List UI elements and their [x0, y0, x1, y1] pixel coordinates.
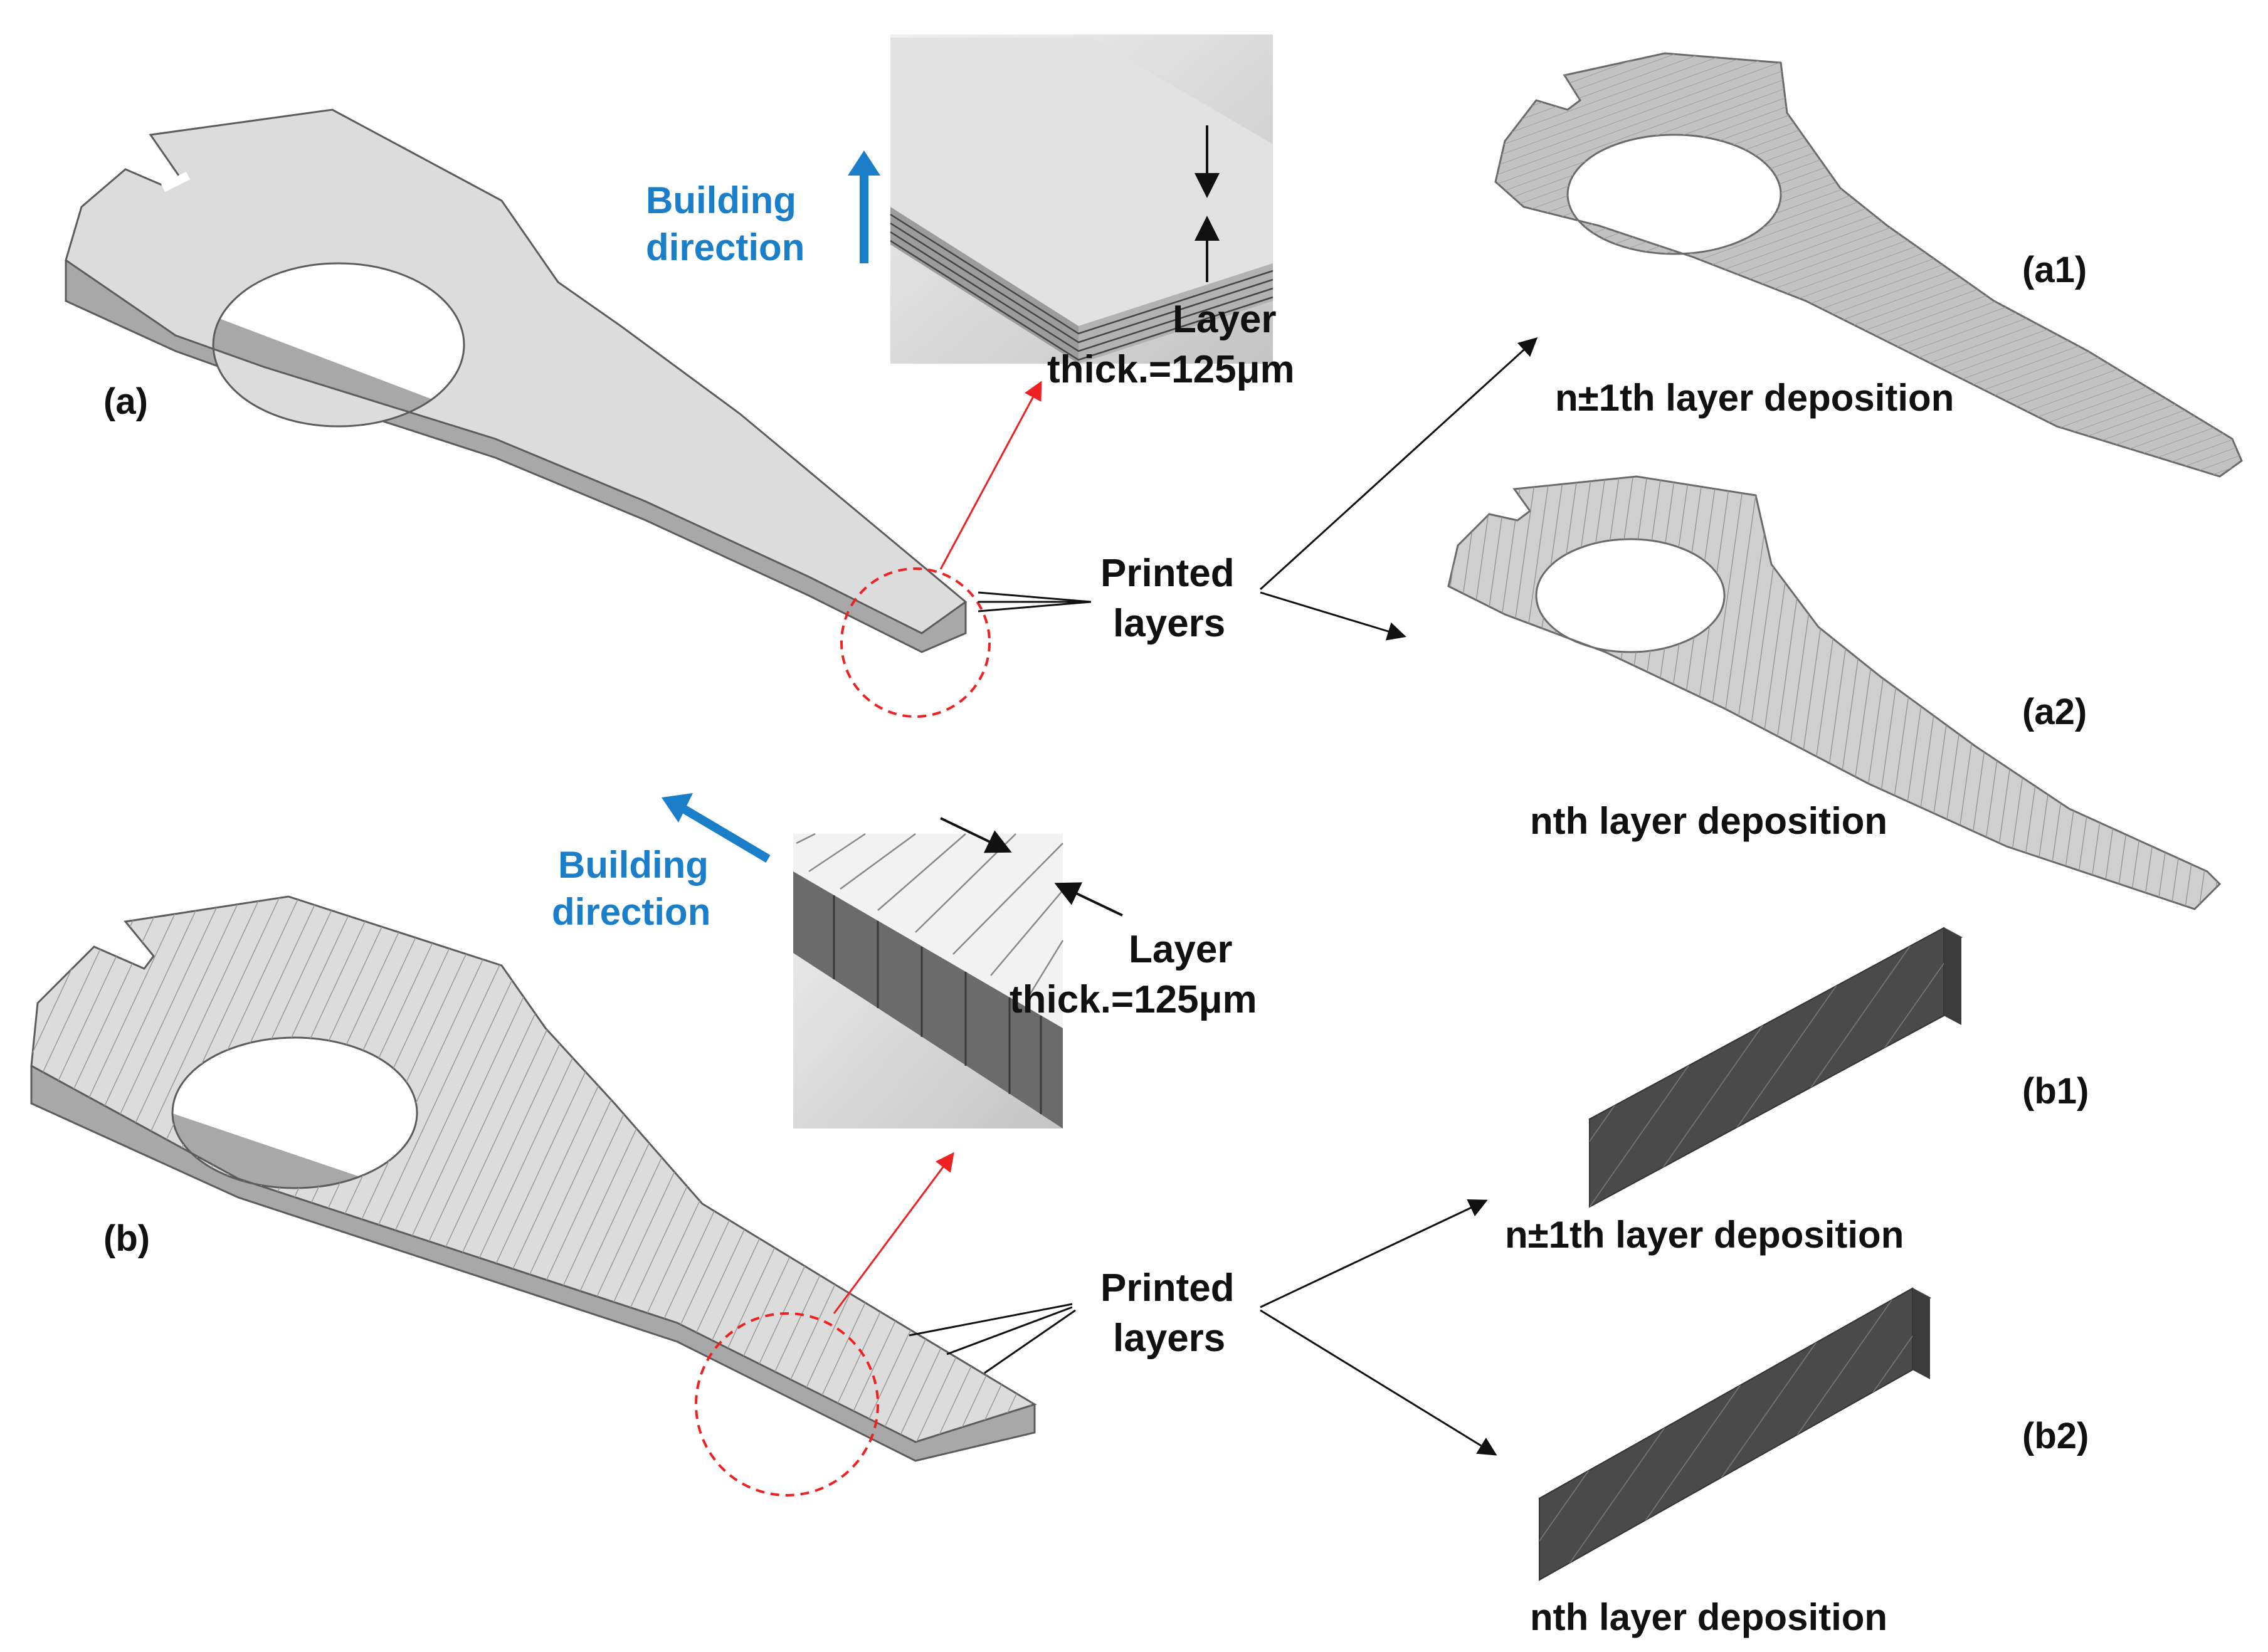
building-direction-line1-a: Building [646, 179, 796, 221]
printed-layers-line1-a: Printed [1100, 552, 1235, 595]
caption-a1: n±1th layer deposition [1555, 377, 1954, 419]
hatch-b2 [1539, 1288, 1912, 1580]
callout-circle-a [840, 567, 991, 718]
panel-a1: (a1) n±1th layer deposition [1494, 52, 2243, 478]
hatch-a2 [1448, 476, 2220, 909]
panel-label-a: (a) [103, 381, 148, 422]
layer-thickness-line2-b: thick.=125μm [1010, 978, 1257, 1021]
caption-a2: nth layer deposition [1530, 800, 1887, 842]
callout-line-b [833, 1152, 954, 1314]
layer-thickness-line1-a: Layer [1173, 298, 1276, 341]
building-direction-line2-a: direction [646, 226, 804, 268]
stacked-layer-lines-a [890, 213, 1274, 361]
thickness-arrow-right-b [1054, 882, 1123, 917]
hatch-a1 [1495, 53, 2242, 476]
bar-b1-end [1944, 928, 1961, 1025]
callout-circle-b [695, 1312, 879, 1497]
panel-a2: (a2) nth layer deposition [1447, 475, 2222, 910]
building-direction-line1-b: Building [558, 844, 709, 886]
arrow-to-b2 [1260, 1309, 1497, 1456]
panel-label-b2: (b2) [2022, 1416, 2089, 1456]
bar-b2-end [1912, 1288, 1930, 1379]
thickness-arrow-left-b [940, 817, 1012, 853]
arrow-to-b1 [1260, 1199, 1488, 1308]
zoom-inset-b [793, 817, 1123, 1129]
panel-a: (a) Building direction Layer thick.=125μ… [65, 34, 1538, 718]
caption-b2: nth layer deposition [1530, 1596, 1887, 1638]
diagonal-arrow-icon [662, 793, 771, 863]
arrow-to-a1 [1259, 337, 1538, 591]
printed-layers-leaders-b [909, 1303, 1076, 1374]
hatch-b [31, 897, 1035, 1442]
printed-layers-line1-b: Printed [1100, 1266, 1235, 1310]
layer-thickness-line1-b: Layer [1129, 928, 1232, 971]
panel-b2: (b2) nth layer deposition [1530, 1287, 2089, 1638]
zoom-inset-a [890, 34, 1274, 364]
caption-b1: n±1th layer deposition [1505, 1214, 1904, 1256]
printed-layers-line2-a: layers [1113, 602, 1225, 645]
layer-thickness-line2-a: thick.=125μm [1047, 348, 1295, 391]
panel-label-a1: (a1) [2022, 250, 2087, 290]
hatch-b1 [1590, 928, 1944, 1207]
printed-layers-leaders-a [978, 591, 1092, 613]
panel-label-b1: (b1) [2022, 1071, 2089, 1112]
arrow-to-a2 [1260, 591, 1406, 641]
printed-layers-line2-b: layers [1113, 1317, 1225, 1360]
panel-label-b: (b) [103, 1218, 150, 1259]
up-arrow-icon [848, 150, 880, 263]
part-a-side [65, 260, 967, 653]
callout-line-a [939, 381, 1042, 570]
slot-gap-a [161, 171, 191, 192]
layer-lines-side-b [833, 895, 1042, 1114]
panel-b1: (b1) n±1th layer deposition [1505, 927, 2089, 1256]
part-a-top [65, 108, 968, 634]
panel-b: (b) Building direction Layer thick.=125μ… [30, 793, 1497, 1497]
panel-label-a2: (a2) [2022, 692, 2087, 732]
building-direction-line2-b: direction [552, 891, 710, 933]
